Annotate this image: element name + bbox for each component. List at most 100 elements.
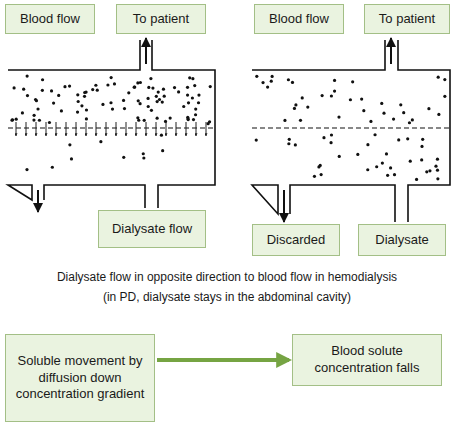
solute-dot [191, 77, 194, 80]
solute-dot [427, 107, 430, 110]
label-box: Soluble movement by diffusion down conce… [5, 334, 155, 422]
solute-dot [288, 138, 291, 141]
solute-dot [333, 89, 336, 92]
solute-dot [68, 85, 71, 88]
solute-dot [163, 95, 166, 98]
diffusion-arrow [96, 122, 97, 136]
solute-dot [127, 91, 130, 94]
solute-dot [443, 78, 446, 81]
solute-dot [122, 99, 125, 102]
solute-dot [96, 89, 99, 92]
diffusion-arrows [16, 122, 206, 136]
solute-dot [187, 101, 190, 104]
solute-dot [443, 95, 446, 98]
solute-dot [301, 96, 304, 99]
solute-dot [192, 118, 195, 121]
solute-dot [380, 102, 383, 105]
solute-dot [161, 149, 164, 152]
diffusion-arrow [46, 122, 47, 136]
solute-dot [425, 170, 428, 173]
solute-dot [329, 141, 332, 144]
solute-dot [21, 111, 24, 114]
box-text: Dialysate [375, 232, 428, 249]
solute-dot [133, 86, 136, 89]
solute-dot [77, 100, 80, 103]
solute-dot [349, 98, 352, 101]
solute-dot [12, 86, 15, 89]
solute-dot [57, 94, 60, 97]
solute-dot [271, 75, 274, 78]
solute-dot [106, 83, 109, 86]
label-box: Blood solute concentration falls [292, 334, 442, 386]
solute-dot [437, 76, 440, 79]
solute-dot [330, 133, 333, 136]
diffusion-arrow [16, 122, 17, 136]
solute-dot [177, 90, 180, 93]
solute-dot [381, 162, 384, 165]
diffusion-arrow [26, 122, 27, 136]
solute-dot [330, 94, 333, 97]
solute-dot [83, 95, 86, 98]
box-text: Soluble movement by diffusion down conce… [12, 353, 148, 404]
solute-dot [33, 114, 36, 117]
solute-dot [360, 97, 363, 100]
diffusion-arrow [136, 122, 137, 136]
solute-dot [34, 98, 37, 101]
solute-dot [283, 119, 286, 122]
diffusion-arrow [126, 122, 127, 136]
solute-dot [142, 152, 145, 155]
solute-dot [161, 100, 164, 103]
solute-dot [338, 155, 341, 158]
box-text: To patient [133, 11, 189, 28]
solute-dot [293, 107, 296, 110]
solute-dot [51, 166, 54, 169]
solute-dot [83, 91, 86, 94]
solute-dot [397, 138, 400, 141]
solute-dot [255, 138, 258, 141]
flow-arrow [157, 358, 289, 362]
solute-dot [287, 78, 290, 81]
solute-dot [373, 133, 376, 136]
solute-dot [22, 88, 25, 91]
solute-dot [382, 112, 385, 115]
solute-dot [369, 120, 372, 123]
solute-dot [389, 166, 392, 169]
solute-dot [356, 153, 359, 156]
solute-dot [436, 158, 439, 161]
solute-dot [113, 82, 116, 85]
solute-dot [393, 173, 396, 176]
diffusion-arrow [106, 122, 107, 136]
solute-dot [94, 84, 97, 87]
label-box: To patient [116, 4, 206, 34]
solute-dot [197, 93, 200, 96]
solute-dot [436, 169, 439, 172]
label-box: Dialysate flow [98, 210, 206, 248]
solute-dot [41, 78, 44, 81]
solute-dot [146, 97, 149, 100]
solute-dot [109, 101, 112, 104]
solute-dot [158, 98, 161, 101]
solute-dot [101, 103, 104, 106]
solute-dot [36, 107, 39, 110]
solute-dot [255, 75, 258, 78]
solute-dot [261, 81, 264, 84]
solute-dot [408, 121, 411, 124]
solute-dot [317, 165, 320, 168]
solute-dot [436, 177, 439, 180]
solute-dot [294, 143, 297, 146]
diffusion-arrow [196, 122, 197, 136]
solute-dot [402, 111, 405, 114]
solute-dot [26, 74, 29, 77]
solute-dot [136, 116, 139, 119]
solute-dot [415, 178, 418, 181]
solute-dot [392, 118, 395, 121]
solute-dot [11, 118, 14, 121]
box-text: Discarded [267, 232, 326, 249]
diffusion-arrow [206, 122, 207, 136]
solute-dot [60, 109, 63, 112]
label-box: Blood flow [5, 4, 95, 34]
solute-dot [191, 96, 194, 99]
solute-dot [375, 165, 378, 168]
solute-dot [411, 118, 414, 121]
solute-dot [52, 101, 55, 104]
